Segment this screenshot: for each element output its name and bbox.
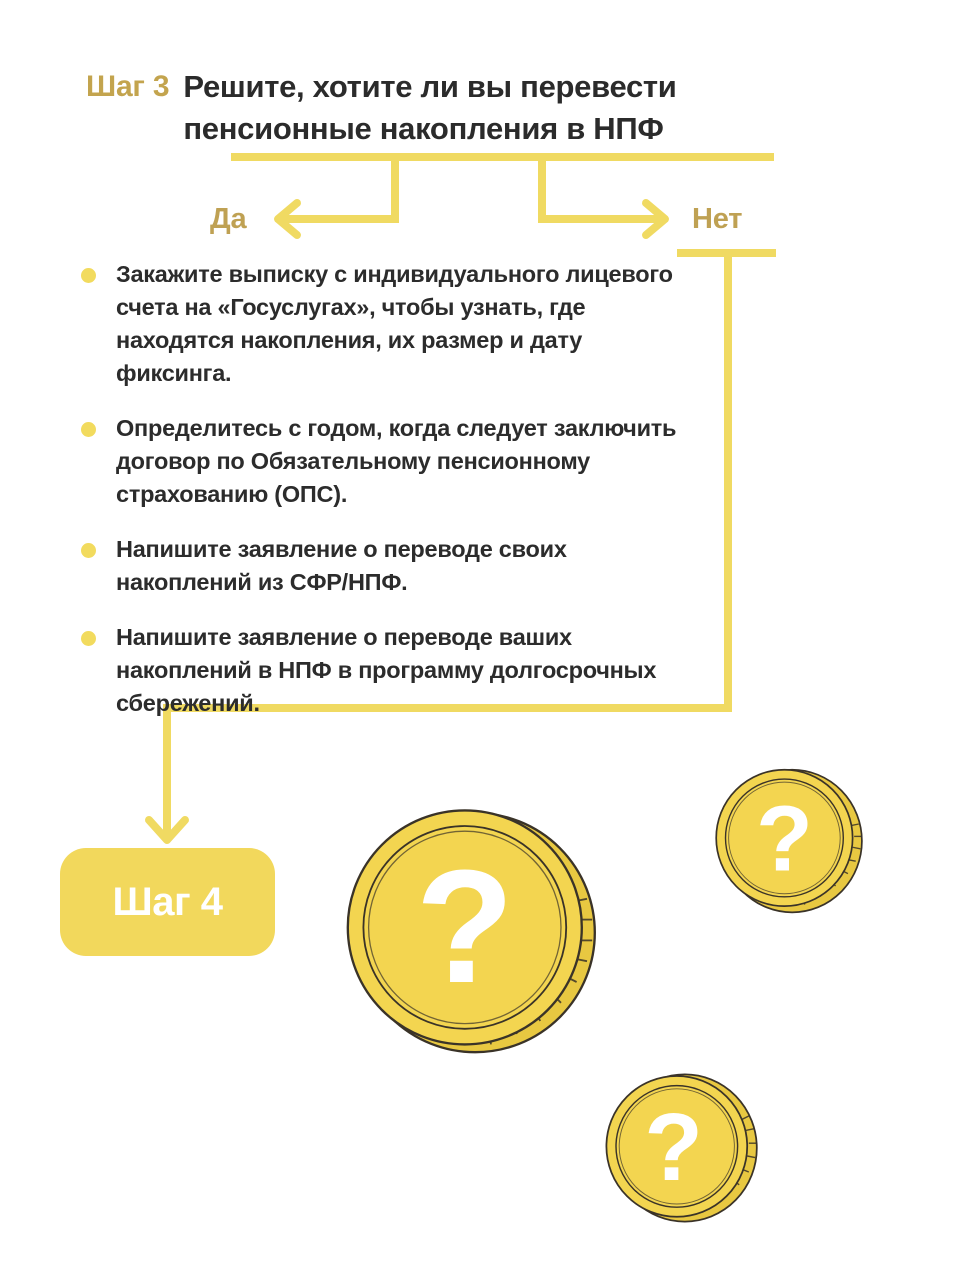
list-item-text: Определитесь с годом, когда следует закл… — [116, 415, 677, 507]
list-item: Закажите выписку с индивидуального лицев… — [78, 258, 678, 390]
branch-label-no: Нет — [692, 203, 743, 235]
connector-yes-branch — [278, 153, 399, 223]
list-item: Напишите заявление о переводе ваших нако… — [78, 621, 678, 720]
arrowhead-down — [145, 816, 189, 844]
arrowhead-left — [274, 199, 301, 239]
step-label: Шаг 3 — [86, 70, 170, 103]
bullet-dot-icon — [81, 543, 96, 558]
bullet-dot-icon — [81, 631, 96, 646]
list-item-text: Напишите заявление о переводе своих нако… — [116, 536, 567, 595]
list-item-text: Закажите выписку с индивидуального лицев… — [116, 261, 673, 386]
page-title: Решите, хотите ли вы перевести пенсионны… — [183, 69, 677, 146]
branch-label-yes: Да — [210, 203, 247, 235]
list-item-text: Напишите заявление о переводе ваших нако… — [116, 624, 657, 716]
coin-medium-icon: ? — [715, 768, 863, 914]
connector-no-branch — [538, 153, 664, 223]
bullet-dot-icon — [81, 422, 96, 437]
bullet-list: Закажите выписку с индивидуального лицев… — [78, 258, 678, 720]
next-step-button[interactable]: Шаг 4 — [60, 848, 275, 956]
svg-text:?: ? — [756, 787, 813, 891]
arrowhead-right — [642, 199, 669, 239]
svg-text:?: ? — [416, 837, 514, 1017]
list-item: Определитесь с годом, когда следует закл… — [78, 412, 678, 511]
header: Шаг 3 Решите, хотите ли вы перевести пен… — [86, 66, 886, 150]
svg-text:?: ? — [644, 1094, 703, 1201]
next-step-label: Шаг 4 — [112, 880, 223, 924]
coin-small-icon: ? — [605, 1073, 758, 1223]
bullet-dot-icon — [81, 268, 96, 283]
list-item: Напишите заявление о переводе своих нако… — [78, 533, 678, 599]
coin-large-icon: ? — [346, 809, 596, 1054]
